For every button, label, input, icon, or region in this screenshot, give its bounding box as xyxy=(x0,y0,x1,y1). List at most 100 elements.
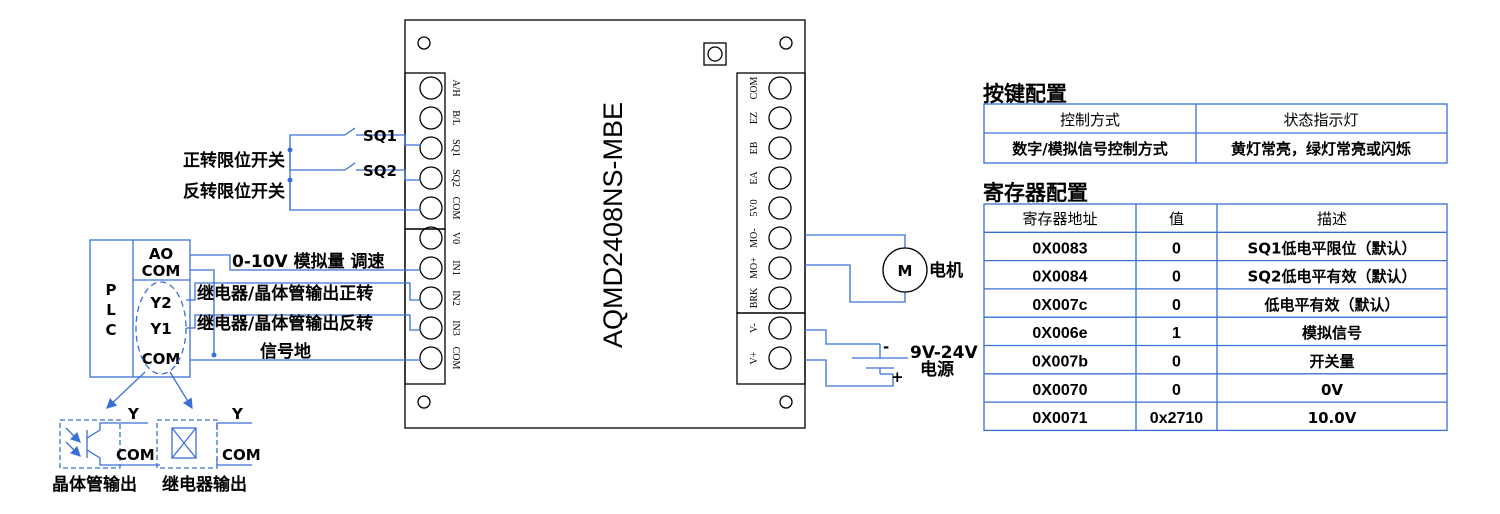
register-cell: 0X006e xyxy=(1032,325,1087,342)
forward-limit-label: 正转限位开关 xyxy=(183,150,285,171)
mounting-holes xyxy=(417,36,793,409)
left-terminal xyxy=(419,346,443,370)
register-cell: 0V xyxy=(1321,381,1343,399)
register-header: 描述 xyxy=(1317,210,1347,228)
left-terminal xyxy=(419,316,443,340)
power-minus: - xyxy=(883,338,889,356)
register-cell: 模拟信号 xyxy=(1302,324,1362,342)
right-terminal xyxy=(768,286,792,310)
right-terminal xyxy=(768,226,792,250)
reset-button xyxy=(703,42,727,66)
sq2-label: SQ2 xyxy=(363,162,397,180)
plc-y2: Y2 xyxy=(149,294,171,312)
register-cell: 10.0V xyxy=(1308,409,1357,427)
right-terminal xyxy=(768,346,792,370)
register-cell: 0 xyxy=(1172,240,1181,257)
register-cell: 0X0070 xyxy=(1032,382,1087,399)
right-terminal xyxy=(768,136,792,160)
left-terminal-label: SQ1 xyxy=(450,139,461,157)
register-cell: 0X0084 xyxy=(1032,269,1087,286)
transistor-output-label: 晶体管输出 xyxy=(52,474,137,495)
key-header-mode: 控制方式 xyxy=(1060,111,1120,129)
register-cell: 0 xyxy=(1172,382,1181,399)
right-terminal xyxy=(768,76,792,100)
left-terminal-label: IN1 xyxy=(450,260,461,276)
plc-letter-c: C xyxy=(105,321,116,339)
plc-com-top: COM xyxy=(142,262,181,280)
right-terminal-label: BRK xyxy=(749,287,760,308)
right-terminal-block-bottom xyxy=(736,312,806,385)
left-terminal xyxy=(419,106,443,130)
right-terminal-label: EZ xyxy=(749,112,760,124)
register-cell: 开关量 xyxy=(1309,353,1354,371)
register-cell: 0 xyxy=(1172,354,1181,371)
right-terminal-label: EA xyxy=(749,171,760,185)
plc-y1: Y1 xyxy=(149,320,171,338)
transistor-y: Y xyxy=(127,405,140,423)
plc-com-bottom: COM xyxy=(142,350,181,368)
left-terminal xyxy=(419,256,443,280)
right-terminal xyxy=(768,196,792,220)
motor-wiring xyxy=(805,234,928,303)
right-terminal-label: V- xyxy=(749,323,760,333)
register-cell: 0X007b xyxy=(1032,354,1088,371)
sq1-label: SQ1 xyxy=(363,127,397,145)
register-cell: 0X007c xyxy=(1032,297,1087,314)
left-terminal-label: A/H xyxy=(450,79,461,96)
left-terminal xyxy=(419,166,443,190)
left-terminal-label: SQ2 xyxy=(450,169,461,187)
reverse-limit-label: 反转限位开关 xyxy=(183,181,285,202)
key-cell-indicator: 黄灯常亮，绿灯常亮或闪烁 xyxy=(1231,140,1411,158)
relay-output-symbol xyxy=(156,419,252,469)
left-terminal-label: COM xyxy=(450,347,461,370)
transistor-com: COM xyxy=(116,446,155,464)
right-terminal-label: MO+ xyxy=(749,257,760,279)
register-cell: SQ1低电平限位（默认） xyxy=(1248,239,1417,257)
register-cell: 0 xyxy=(1172,297,1181,314)
right-terminal-label: 5V0 xyxy=(749,199,760,216)
relay-output-label: 继电器输出 xyxy=(162,474,247,495)
register-config-title: 寄存器配置 xyxy=(983,181,1088,205)
relay-com: COM xyxy=(222,446,261,464)
left-terminal xyxy=(419,76,443,100)
left-terminal-label: B/L xyxy=(450,110,461,126)
register-cell: 0X0071 xyxy=(1032,410,1087,427)
right-terminal xyxy=(768,256,792,280)
power-label: 电源 xyxy=(920,359,954,380)
right-terminal-label: COM xyxy=(749,77,760,100)
plc-letter-p: P xyxy=(106,281,117,299)
right-terminal-label: EB xyxy=(749,141,760,154)
register-cell: 0x2710 xyxy=(1150,410,1203,427)
motor-label: 电机 xyxy=(929,260,963,281)
key-cell-mode: 数字/模拟信号控制方式 xyxy=(1012,140,1167,158)
relay-reverse-label: 继电器/晶体管输出反转 xyxy=(197,313,373,334)
right-terminal xyxy=(768,106,792,130)
key-config-title: 按键配置 xyxy=(983,82,1067,106)
power-wiring xyxy=(805,329,908,387)
signal-ground-label: 信号地 xyxy=(260,341,311,362)
left-terminal xyxy=(419,226,443,250)
register-header: 值 xyxy=(1169,210,1184,228)
analog-speed-label: 0-10V 模拟量 调速 xyxy=(232,251,385,272)
transistor-output-symbol xyxy=(59,419,160,469)
register-header: 寄存器地址 xyxy=(1022,210,1097,228)
left-terminal xyxy=(419,196,443,220)
right-terminal-label: V+ xyxy=(749,351,760,364)
register-cell: 1 xyxy=(1172,325,1181,342)
register-cell: 0 xyxy=(1172,269,1181,286)
left-terminal xyxy=(419,136,443,160)
plc-ao: AO xyxy=(149,245,173,263)
plc-wiring xyxy=(186,254,421,361)
key-config-table xyxy=(983,103,1448,164)
right-terminal-block-top xyxy=(736,72,806,314)
right-terminal-label: MO- xyxy=(749,228,760,247)
key-header-indicator: 状态指示灯 xyxy=(1283,111,1358,129)
plc-letter-l: L xyxy=(106,301,116,319)
left-terminal-label: IN2 xyxy=(450,290,461,306)
register-cell: 低电平有效（默认） xyxy=(1263,296,1399,314)
left-terminal-label: V0 xyxy=(450,232,461,244)
device-model: AQMD2408NS-MBE xyxy=(598,102,628,348)
